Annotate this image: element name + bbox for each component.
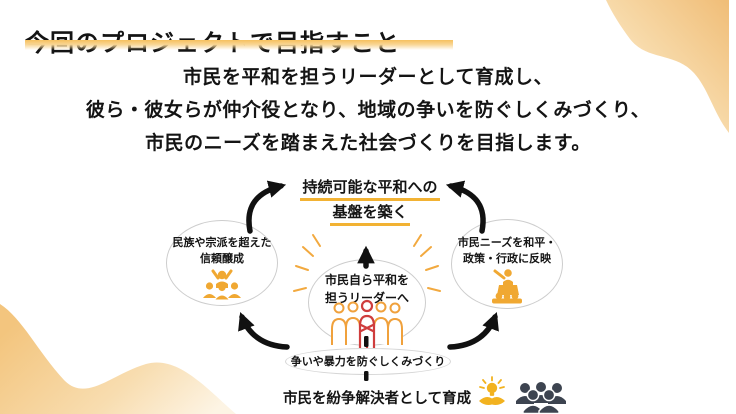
node-prevention-mechanism: 争いや暴力を防ぐしくみづくり (285, 348, 451, 375)
node-label: 信頼醸成 (200, 253, 244, 265)
node-label: 市民自ら平和を (324, 273, 409, 287)
intro-line: 彼ら・彼女らが仲介役となり、地域の争いを防ぐしくみづくり、 (85, 100, 651, 121)
node-trust-building: 民族や宗派を超えた 信頼醸成 (166, 220, 278, 306)
node-label: 市民ニーズを和平・ (457, 237, 557, 249)
idea-lightbulb-icon (479, 376, 506, 406)
node-label: 担うリーダーへ (324, 291, 409, 305)
citizens-group-icon (516, 382, 567, 414)
intro-line: 市民を平和を担うリーダーとして育成し、 (183, 67, 553, 88)
node-label: 争いや暴力を防ぐしくみづくり (290, 356, 446, 368)
goal-line-1: 持続可能な平和への (300, 179, 440, 201)
node-citizen-leaders: 市民自ら平和を 担うリーダーへ (308, 259, 426, 348)
node-policy-reflection: 市民ニーズを和平・ 政策・行政に反映 (451, 219, 563, 309)
speaker-podium-icon (492, 269, 522, 304)
caption-label: 市民を紛争解決者として育成 (283, 390, 472, 407)
node-label: 政策・行政に反映 (463, 253, 551, 265)
arrow-bottom-to-left (238, 312, 290, 350)
node-label: 民族や宗派を超えた (172, 237, 272, 249)
arrow-bottom-to-right (447, 312, 499, 350)
corner-decoration-bottom-left (0, 304, 236, 414)
intro-text: 市民を平和を担うリーダーとして育成し、 彼ら・彼女らが仲介役となり、地域の争いを… (0, 61, 736, 160)
leader-among-citizens-icon (331, 299, 403, 348)
caption-row: 市民を紛争解決者として育成 (283, 376, 569, 414)
goal-line-2: 基盤を築く (330, 204, 410, 226)
intro-line: 市民のニーズを踏まえた社会づくりを目指します。 (145, 133, 591, 154)
goal-text: 持続可能な平和への 基盤を築く (260, 179, 480, 229)
title-underline (25, 40, 453, 50)
cheering-group-icon (203, 269, 241, 300)
